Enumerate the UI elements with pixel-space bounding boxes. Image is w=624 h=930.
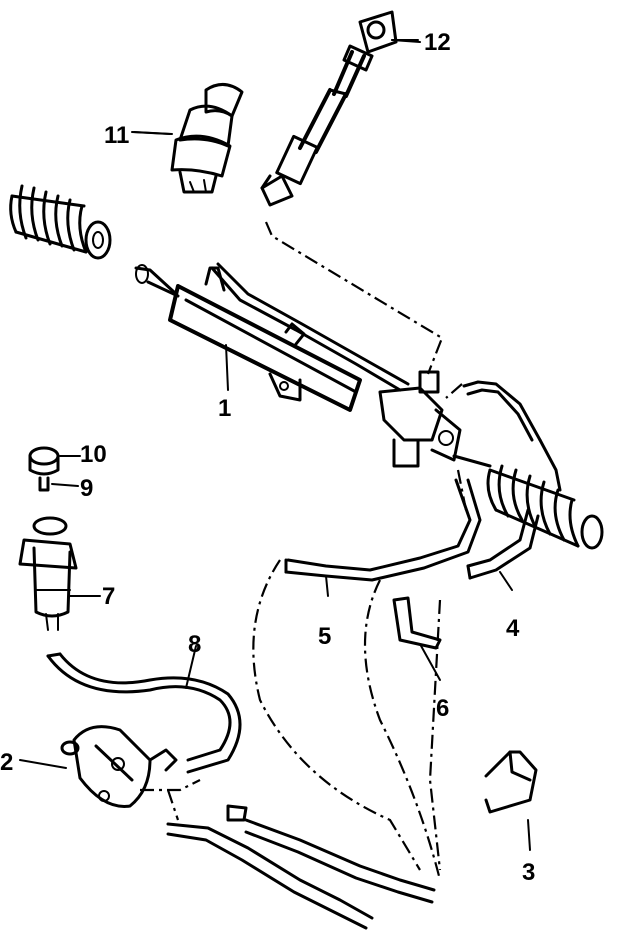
callout-4: 4 <box>506 615 520 642</box>
callout-5: 5 <box>318 623 331 650</box>
pressure-hose <box>284 478 482 582</box>
callout-3: 3 <box>522 859 535 886</box>
callout-9: 9 <box>80 475 93 502</box>
guide-lines <box>140 221 468 881</box>
callout-12: 12 <box>424 29 451 56</box>
steering-rack <box>134 262 542 468</box>
callout-10: 10 <box>80 441 107 468</box>
callout-1: 1 <box>218 395 231 422</box>
callout-11: 11 <box>104 122 129 149</box>
mounting-bracket <box>484 750 538 814</box>
power-steering-pump <box>60 725 436 930</box>
callout-2: 2 <box>0 749 13 776</box>
bellows-boot-left <box>9 184 112 260</box>
bellows-boot-right <box>486 438 604 550</box>
callout-6: 6 <box>436 695 449 722</box>
steering-shaft <box>260 10 421 207</box>
callout-8: 8 <box>188 631 201 658</box>
leader-lines <box>19 39 531 851</box>
reservoir-assembly <box>18 446 78 631</box>
return-hose <box>466 508 540 580</box>
hose-bracket <box>392 596 442 650</box>
dust-boot <box>131 83 244 194</box>
callout-7: 7 <box>102 583 115 610</box>
